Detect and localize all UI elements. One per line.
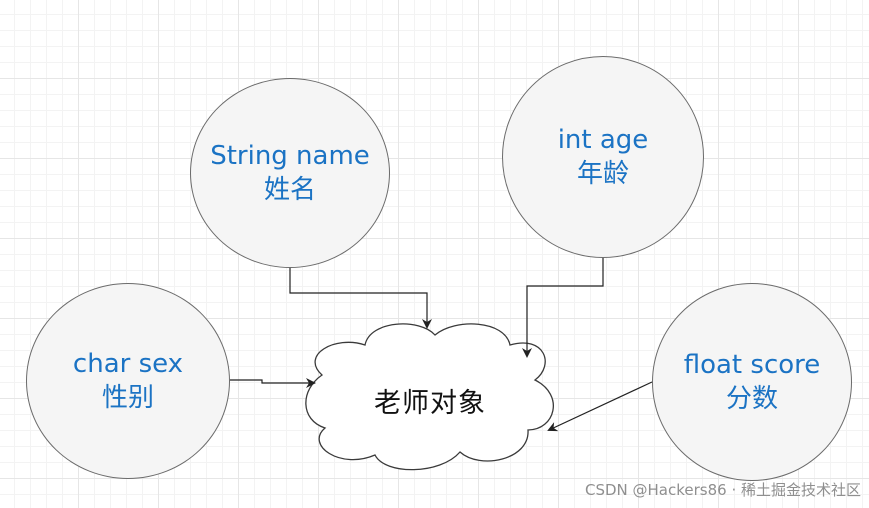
center-node-label: 老师对象 (374, 387, 486, 419)
node-float-score-line1: float score (683, 350, 821, 380)
node-char-sex-line2: 性别 (101, 383, 154, 413)
node-string-name-line2: 姓名 (263, 175, 316, 205)
edge-string-name-to-center (289, 268, 432, 329)
watermark: CSDN @Hackers86 · 稀土掘金技术社区 (584, 481, 861, 499)
node-float-score-line2: 分数 (725, 384, 778, 414)
node-int-age: int age 年龄 (502, 56, 704, 258)
node-float-score: float score 分数 (652, 283, 852, 481)
node-int-age-line1: int age (557, 125, 649, 155)
edge-char-sex-to-center (230, 378, 316, 388)
edge-int-age-to-center (522, 258, 604, 358)
center-cloud-shape (305, 323, 554, 471)
node-char-sex: char sex 性别 (26, 283, 230, 479)
node-string-name-line1: String name (210, 141, 370, 171)
node-int-age-line2: 年龄 (576, 159, 629, 189)
edge-float-score-to-center (547, 381, 653, 432)
node-string-name: String name 姓名 (190, 78, 390, 268)
node-char-sex-line1: char sex (72, 349, 184, 379)
